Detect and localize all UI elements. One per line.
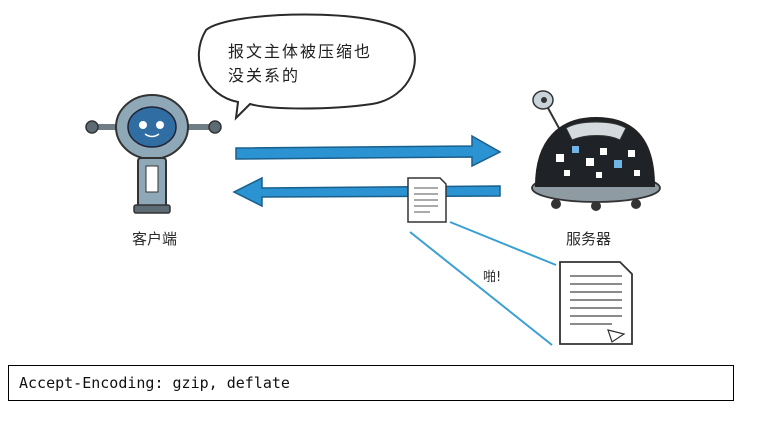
request-arrow bbox=[235, 134, 502, 168]
speech-bubble bbox=[197, 13, 416, 121]
small-document-icon bbox=[407, 177, 447, 223]
accept-encoding-header: Accept-Encoding: gzip, deflate bbox=[8, 365, 734, 401]
diagram-canvas bbox=[85, 13, 661, 346]
response-arrow bbox=[232, 176, 501, 208]
speech-bubble-text: 报文主体被压缩也 没关系的 bbox=[228, 40, 408, 88]
compression-diagram: 报文主体被压缩也 没关系的 客户端 服务器 啪! bbox=[85, 13, 661, 346]
server-label: 服务器 bbox=[566, 230, 612, 248]
server-robot-icon bbox=[531, 90, 661, 211]
client-label: 客户端 bbox=[132, 230, 178, 248]
pop-label: 啪! bbox=[483, 270, 502, 285]
large-document-icon bbox=[559, 261, 633, 345]
expansion-lines bbox=[409, 221, 557, 346]
bubble-line-2: 没关系的 bbox=[228, 66, 301, 85]
client-robot-icon bbox=[85, 94, 222, 214]
bubble-line-1: 报文主体被压缩也 bbox=[228, 42, 373, 61]
